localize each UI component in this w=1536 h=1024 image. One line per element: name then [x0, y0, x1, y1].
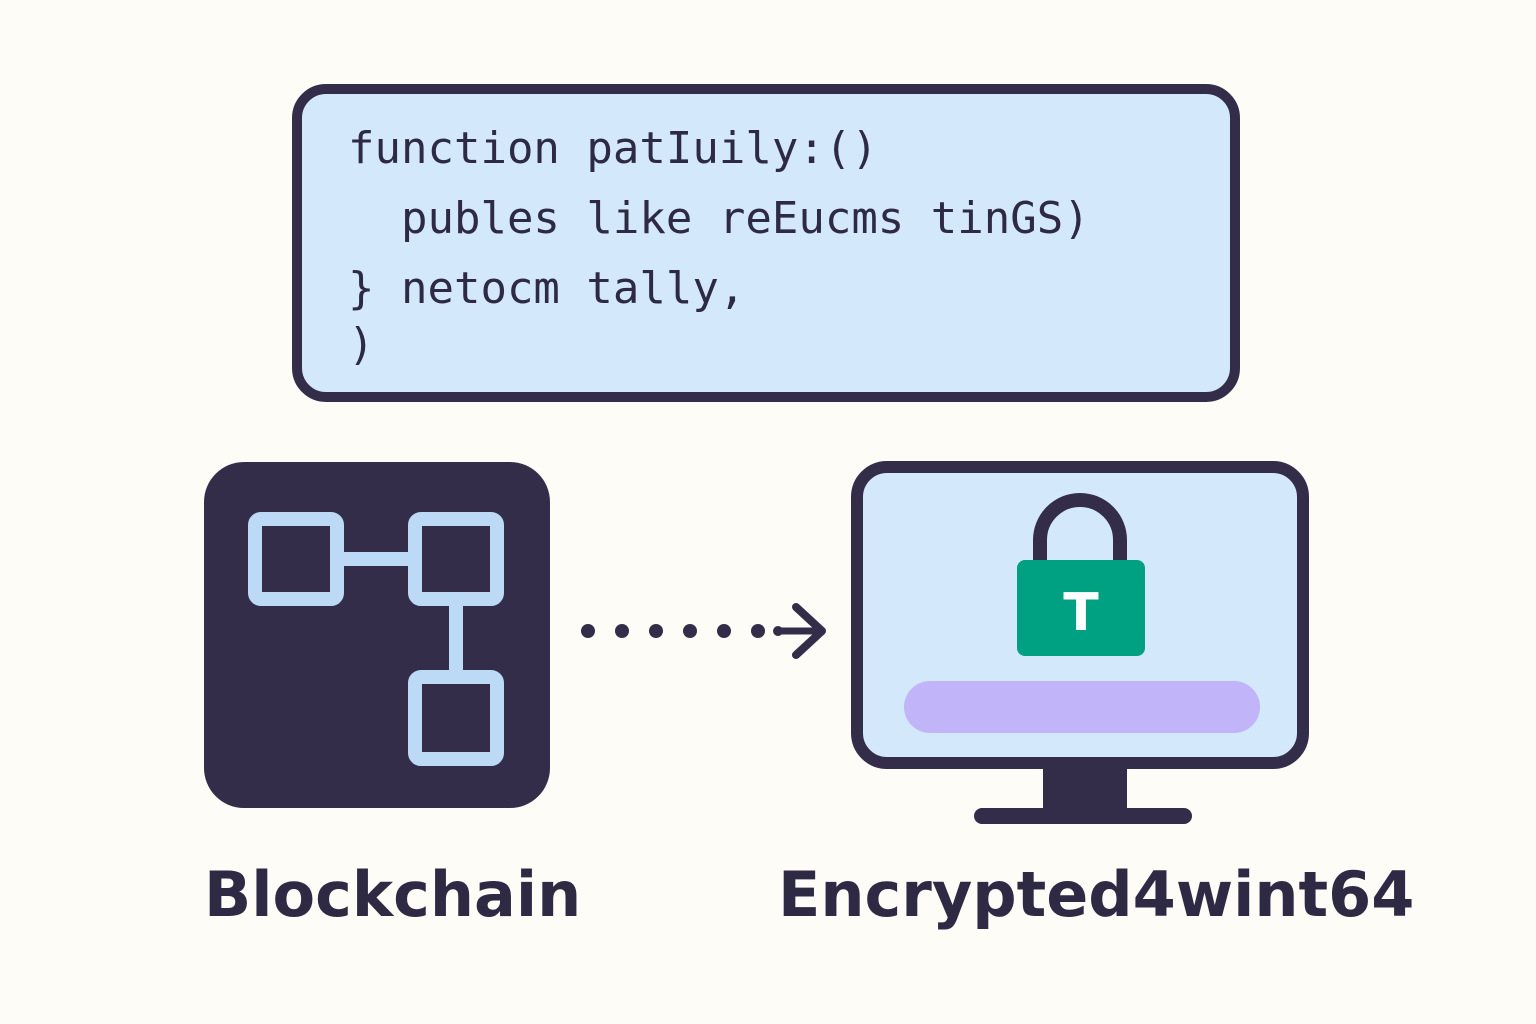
code-line-1: function patIuily:(): [348, 123, 878, 174]
blockchain-tile: [204, 462, 550, 808]
progress-bar: [904, 681, 1260, 733]
encrypted-label: Encrypted4wint64: [778, 858, 1415, 931]
code-line-4: ): [348, 319, 375, 370]
lock-body: [1017, 560, 1145, 656]
blockchain-icon: [248, 512, 504, 766]
padlock-icon: T: [1017, 493, 1145, 656]
lock-letter: T: [1063, 583, 1099, 643]
code-line-3: } netocm tally,: [348, 263, 746, 314]
code-line-2: publes like reEucms tinGS): [348, 193, 1090, 244]
code-panel: function patIuily:() publes like reEucms…: [292, 84, 1240, 402]
chain-block-1: [248, 512, 344, 606]
dotted-arrow-icon: [581, 603, 826, 659]
monitor-stand: [974, 808, 1192, 824]
monitor-neck: [1043, 766, 1127, 810]
chain-block-2: [408, 512, 504, 606]
blockchain-label: Blockchain: [204, 858, 582, 931]
chain-block-3: [408, 670, 504, 766]
monitor-icon: T: [851, 461, 1309, 824]
